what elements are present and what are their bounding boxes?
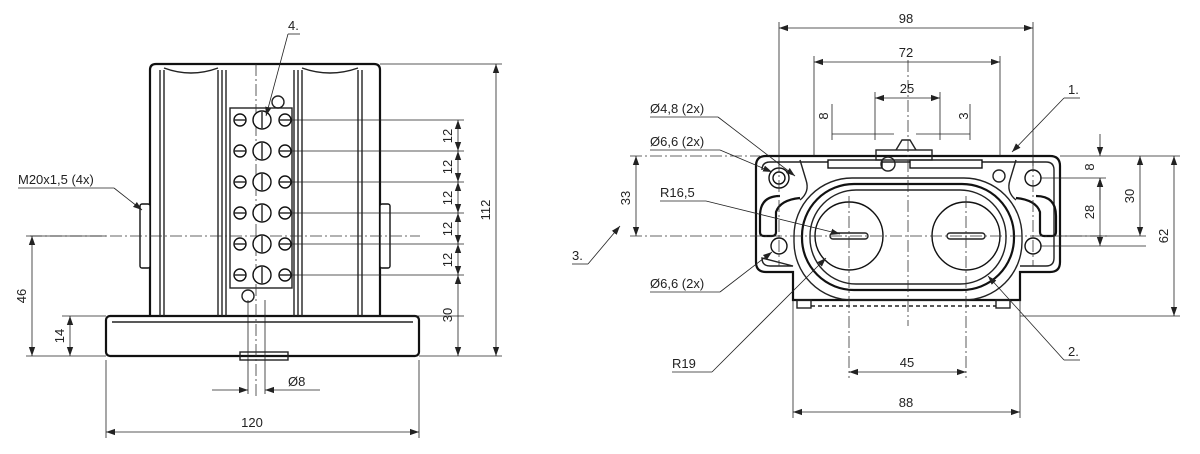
dim-right-8: 8 <box>1082 163 1097 170</box>
svg-text:12: 12 <box>440 222 455 236</box>
dim-88: 88 <box>899 395 913 410</box>
pitch-dimensions: 12 12 12 12 12 30 <box>292 119 464 356</box>
hole-48-label: Ø4,8 (2x) <box>650 101 704 116</box>
dim-72: 72 <box>899 45 913 60</box>
svg-text:12: 12 <box>440 253 455 267</box>
base-plate <box>104 314 421 358</box>
dim-right-28: 28 <box>1082 205 1097 219</box>
callout-4: 4. <box>288 18 299 33</box>
dim-25: 25 <box>900 81 914 96</box>
hole-66-top-label: Ø6,6 (2x) <box>650 134 704 149</box>
callout-2: 2. <box>1068 344 1079 359</box>
callout-3: 3. <box>572 248 583 263</box>
side-view: 98 72 25 8 3 Ø4,8 (2x) Ø6,6 (2x) R16,5 Ø… <box>572 11 1180 418</box>
terminal-rows <box>233 110 292 285</box>
dim-height-112: 112 <box>478 200 493 221</box>
flange-outline <box>754 154 1062 302</box>
svg-text:12: 12 <box>440 160 455 174</box>
dim-45: 45 <box>900 355 914 370</box>
dim-33: 33 <box>618 191 633 205</box>
callout-1: 1. <box>1068 82 1079 97</box>
top-bar-right <box>909 159 983 169</box>
dim-pin-dia: Ø8 <box>288 374 305 389</box>
thread-label: M20x1,5 (4x) <box>18 172 94 187</box>
dim-right-3: 3 <box>956 112 971 119</box>
svg-text:12: 12 <box>440 129 455 143</box>
dim-left-8: 8 <box>816 112 831 119</box>
dim-axis-height-46: 46 <box>14 289 29 303</box>
housing <box>148 62 382 316</box>
terminal-block <box>229 107 293 289</box>
dim-right-30: 30 <box>1122 189 1137 203</box>
dim-bottom-30: 30 <box>440 308 455 322</box>
hole-66-bottom-label: Ø6,6 (2x) <box>650 276 704 291</box>
clip-right <box>1015 194 1058 238</box>
radius-165-label: R16,5 <box>660 185 695 200</box>
dim-base-14: 14 <box>52 329 67 343</box>
svg-text:12: 12 <box>440 191 455 205</box>
dim-right-62: 62 <box>1156 229 1171 243</box>
radius-19-label: R19 <box>672 356 696 371</box>
front-view: 4. M20x1,5 (4x) 120 Ø8 112 <box>14 18 502 438</box>
dim-98: 98 <box>899 11 913 26</box>
top-bar-left <box>827 159 883 169</box>
dim-width-120: 120 <box>241 415 263 430</box>
